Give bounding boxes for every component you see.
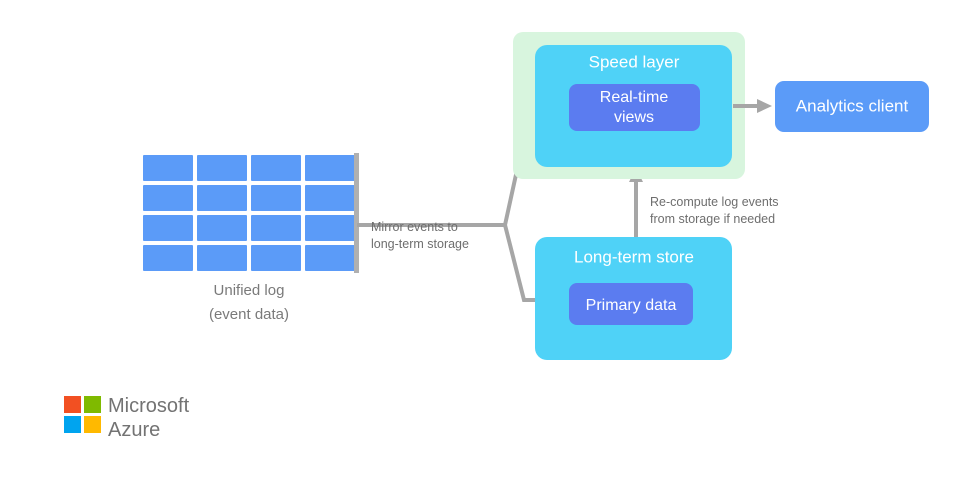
log-cell xyxy=(143,155,193,181)
logo-red-tile-icon xyxy=(64,396,81,413)
analytics-client-node[interactable]: Analytics client xyxy=(775,81,929,132)
real-time-views-label-line2: views xyxy=(614,109,654,126)
re-compute-label-line1: Re-compute log events xyxy=(650,195,779,209)
log-cell xyxy=(305,155,355,181)
speed-layer-node[interactable]: Speed layer Real-time views xyxy=(513,32,745,179)
unified-log-group: Unified log (event data) xyxy=(143,153,359,323)
log-cell xyxy=(251,185,301,211)
microsoft-azure-logo: Microsoft Azure xyxy=(64,395,190,441)
log-cell xyxy=(251,245,301,271)
long-term-store-node[interactable]: Long-term store Primary data xyxy=(535,237,732,360)
log-cell xyxy=(305,215,355,241)
primary-data-box[interactable] xyxy=(569,283,693,325)
log-cell xyxy=(143,185,193,211)
log-cell xyxy=(251,215,301,241)
logo-wordmark-line2: Azure xyxy=(108,419,160,441)
log-cell xyxy=(143,245,193,271)
long-term-store-label: Long-term store xyxy=(574,247,694,266)
log-cell xyxy=(197,185,247,211)
mirror-events-branch-store xyxy=(503,224,540,302)
mirror-events-connector xyxy=(357,104,540,302)
log-cell xyxy=(197,215,247,241)
log-cell xyxy=(305,245,355,271)
serve-client-arrow xyxy=(733,99,772,113)
log-cell xyxy=(197,245,247,271)
logo-yellow-tile-icon xyxy=(84,416,101,433)
log-cell xyxy=(251,155,301,181)
unified-log-caption-line2: (event data) xyxy=(209,306,289,323)
real-time-views-box[interactable] xyxy=(569,84,700,131)
unified-log-bar xyxy=(354,153,359,273)
unified-log-caption-line1: Unified log xyxy=(214,282,285,299)
re-compute-arrow xyxy=(629,168,643,246)
logo-green-tile-icon xyxy=(84,396,101,413)
primary-data-label: Primary data xyxy=(586,297,677,314)
analytics-client-label: Analytics client xyxy=(796,96,909,115)
log-cell xyxy=(305,185,355,211)
log-cell xyxy=(197,155,247,181)
logo-blue-tile-icon xyxy=(64,416,81,433)
logo-wordmark-line1: Microsoft xyxy=(108,395,190,417)
mirror-events-label-line2: long-term storage xyxy=(371,237,469,251)
serve-client-arrowhead-icon xyxy=(757,99,772,113)
analytics-client-box[interactable] xyxy=(775,81,929,132)
re-compute-label-line2: from storage if needed xyxy=(650,212,775,226)
mirror-events-label-line1: Mirror events to xyxy=(371,220,458,234)
real-time-views-label-line1: Real-time xyxy=(600,89,669,106)
speed-layer-label: Speed layer xyxy=(589,52,680,71)
log-cell xyxy=(143,215,193,241)
